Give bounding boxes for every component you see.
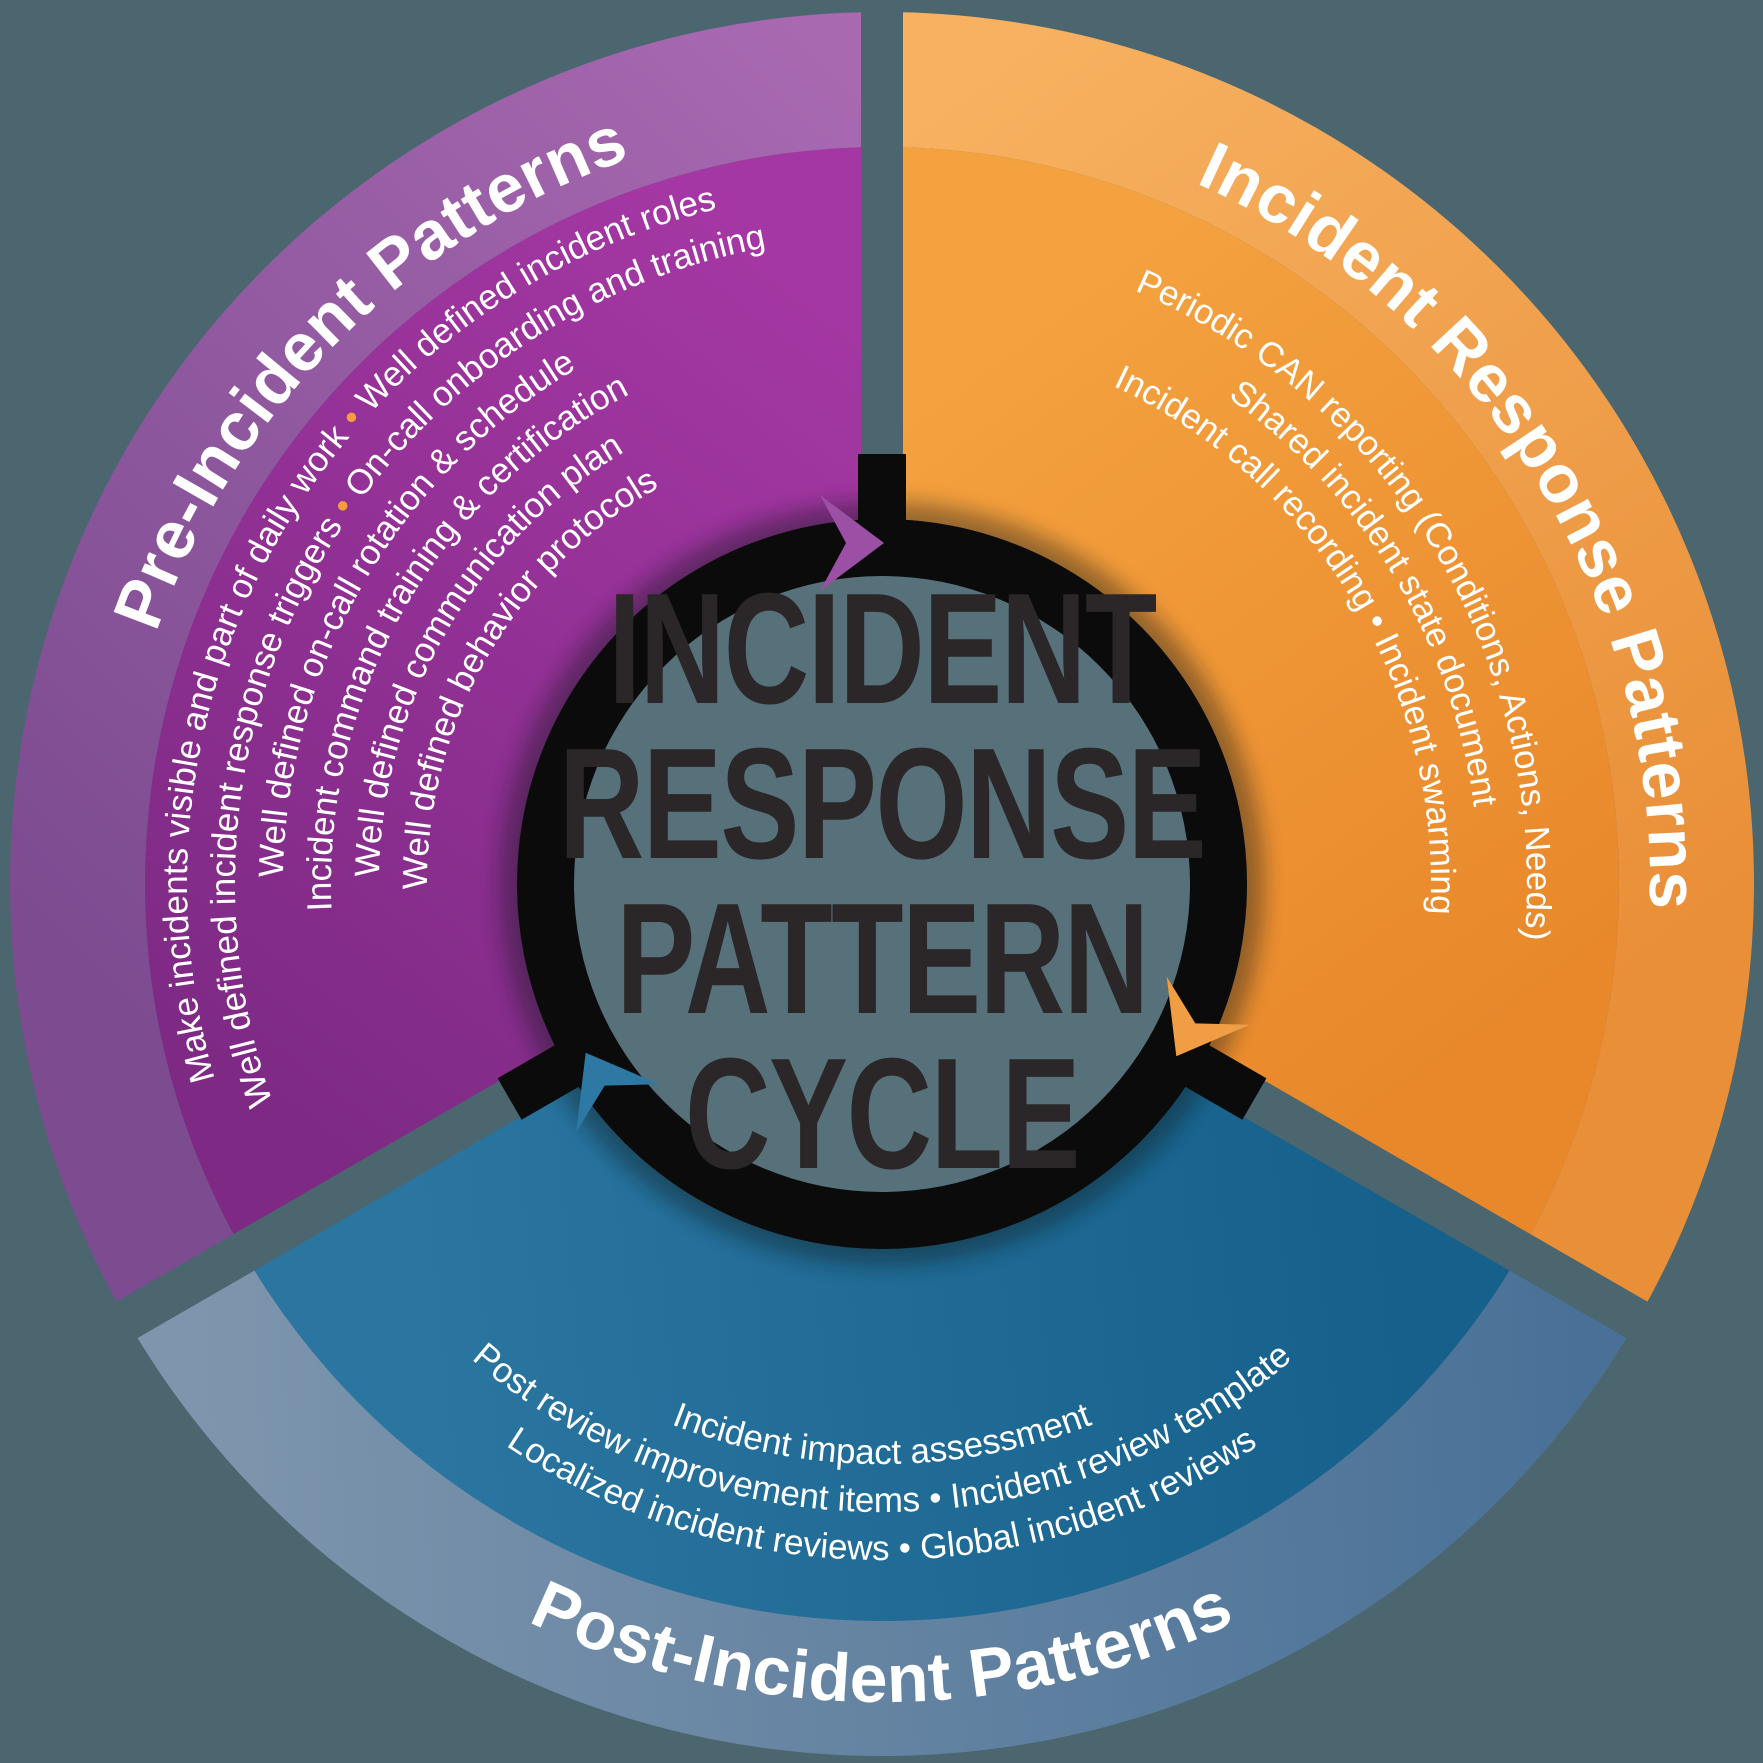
- pre-incident-outer-band: [9, 12, 882, 1320]
- gap-lower-right: [1169, 1037, 1667, 1350]
- segment-pre-incident: [9, 12, 882, 1320]
- hub-center-circle: [574, 576, 1190, 1192]
- post-to-pre-arrow-icon: [576, 1052, 660, 1133]
- gap-lower-left: [97, 1037, 595, 1350]
- segment-gaps: [97, 0, 1667, 1350]
- ring-notch-top: [858, 454, 906, 594]
- segment-incident-response: [882, 12, 1754, 1320]
- center-title: INCIDENT RESPONSE PATTERN CYCLE: [559, 560, 1207, 1201]
- segment-post-incident: [126, 1066, 1638, 1756]
- incident-response-inner-band: [882, 147, 1619, 1253]
- center-title-line: RESPONSE: [559, 715, 1205, 891]
- ring-notch-lower-right: [1121, 1008, 1267, 1120]
- gap-top: [861, 0, 903, 540]
- center-title-line: PATTERN: [616, 870, 1147, 1046]
- cycle-arrows: [576, 495, 1250, 1133]
- ring-notch-lower-left: [497, 1008, 643, 1120]
- center-title-line: CYCLE: [685, 1025, 1079, 1201]
- post-incident-inner-band: [243, 1066, 1521, 1621]
- response-to-post-arrow-icon: [1166, 976, 1250, 1057]
- hub: [497, 454, 1267, 1266]
- center-title-line: INCIDENT: [608, 560, 1156, 736]
- pre-to-response-arrow-icon: [820, 495, 884, 591]
- post-incident-outer-band: [126, 1252, 1638, 1756]
- pre-incident-inner-band: [145, 147, 882, 1253]
- incident-response-outer-band: [882, 12, 1754, 1320]
